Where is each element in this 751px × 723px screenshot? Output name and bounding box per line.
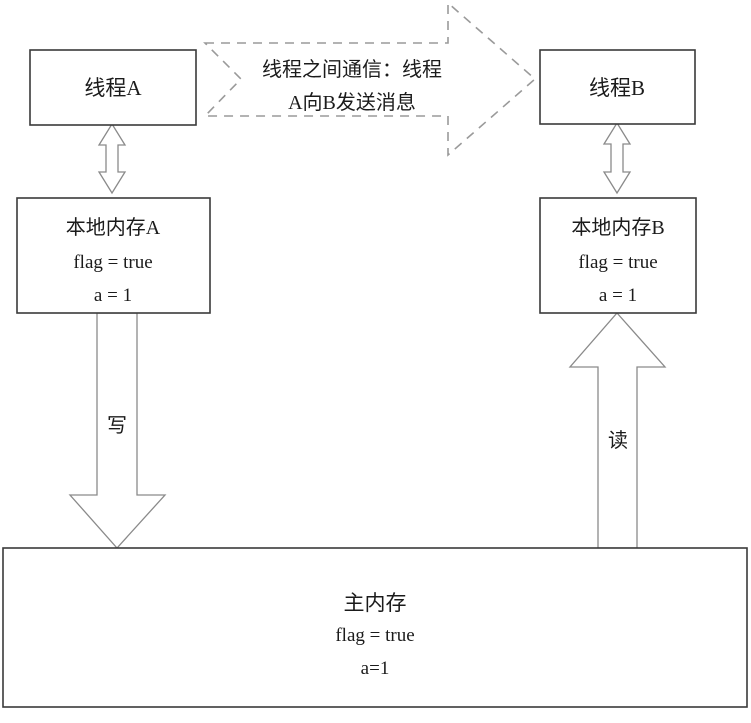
local-memory-a-box: 本地内存A flag = true a = 1 — [16, 197, 211, 314]
thread-b-box-rect — [539, 49, 696, 125]
thread-a-local-memory-a-arrow — [97, 122, 127, 195]
callout-line-2: A向B发送消息 — [288, 91, 416, 114]
local-memory-a-title: 本地内存A — [66, 216, 161, 239]
main-memory-box-rect — [2, 547, 748, 708]
write-arrow-label: 写 — [107, 415, 127, 437]
local-memory-a-flag-value: flag = true — [73, 252, 152, 273]
thread-a-label: 线程A — [84, 76, 142, 100]
local-memory-b-flag-value: flag = true — [578, 252, 657, 273]
read-arrow-label: 读 — [608, 429, 628, 452]
thread-b-local-memory-b-arrow — [602, 121, 632, 195]
down-block-arrow-icon — [68, 312, 167, 549]
main-memory-a-value: a=1 — [361, 658, 390, 679]
local-memory-b-box-rect — [539, 197, 697, 314]
thread-b-box: 线程B — [539, 49, 696, 125]
local-memory-b-title: 本地内存B — [571, 216, 664, 239]
local-memory-a-box-rect — [16, 197, 211, 314]
thread-a-box-rect — [29, 49, 197, 126]
thread-b-label: 线程B — [589, 76, 645, 100]
local-memory-b-box: 本地内存B flag = true a = 1 — [539, 197, 697, 314]
main-memory-box: 主内存 flag = true a=1 — [2, 547, 748, 708]
thread-communication-callout-arrow — [203, 1, 537, 157]
thread-communication-callout-text: 线程之间通信：线程 A向B发送消息 — [262, 58, 442, 114]
main-memory-flag-value: flag = true — [335, 625, 414, 646]
double-headed-arrow-icon — [97, 122, 127, 195]
dashed-arrow-outline — [203, 1, 537, 157]
write-block-arrow — [68, 312, 167, 549]
double-headed-arrow-icon — [602, 121, 632, 195]
local-memory-a-a-value: a = 1 — [94, 285, 132, 306]
thread-a-box: 线程A — [29, 49, 197, 126]
callout-line-1: 线程之间通信：线程 — [262, 58, 442, 81]
write-arrow-label-group: 写 — [107, 415, 127, 437]
read-arrow-label-group: 读 — [608, 429, 628, 452]
local-memory-b-a-value: a = 1 — [599, 285, 637, 306]
main-memory-title: 主内存 — [344, 591, 407, 615]
